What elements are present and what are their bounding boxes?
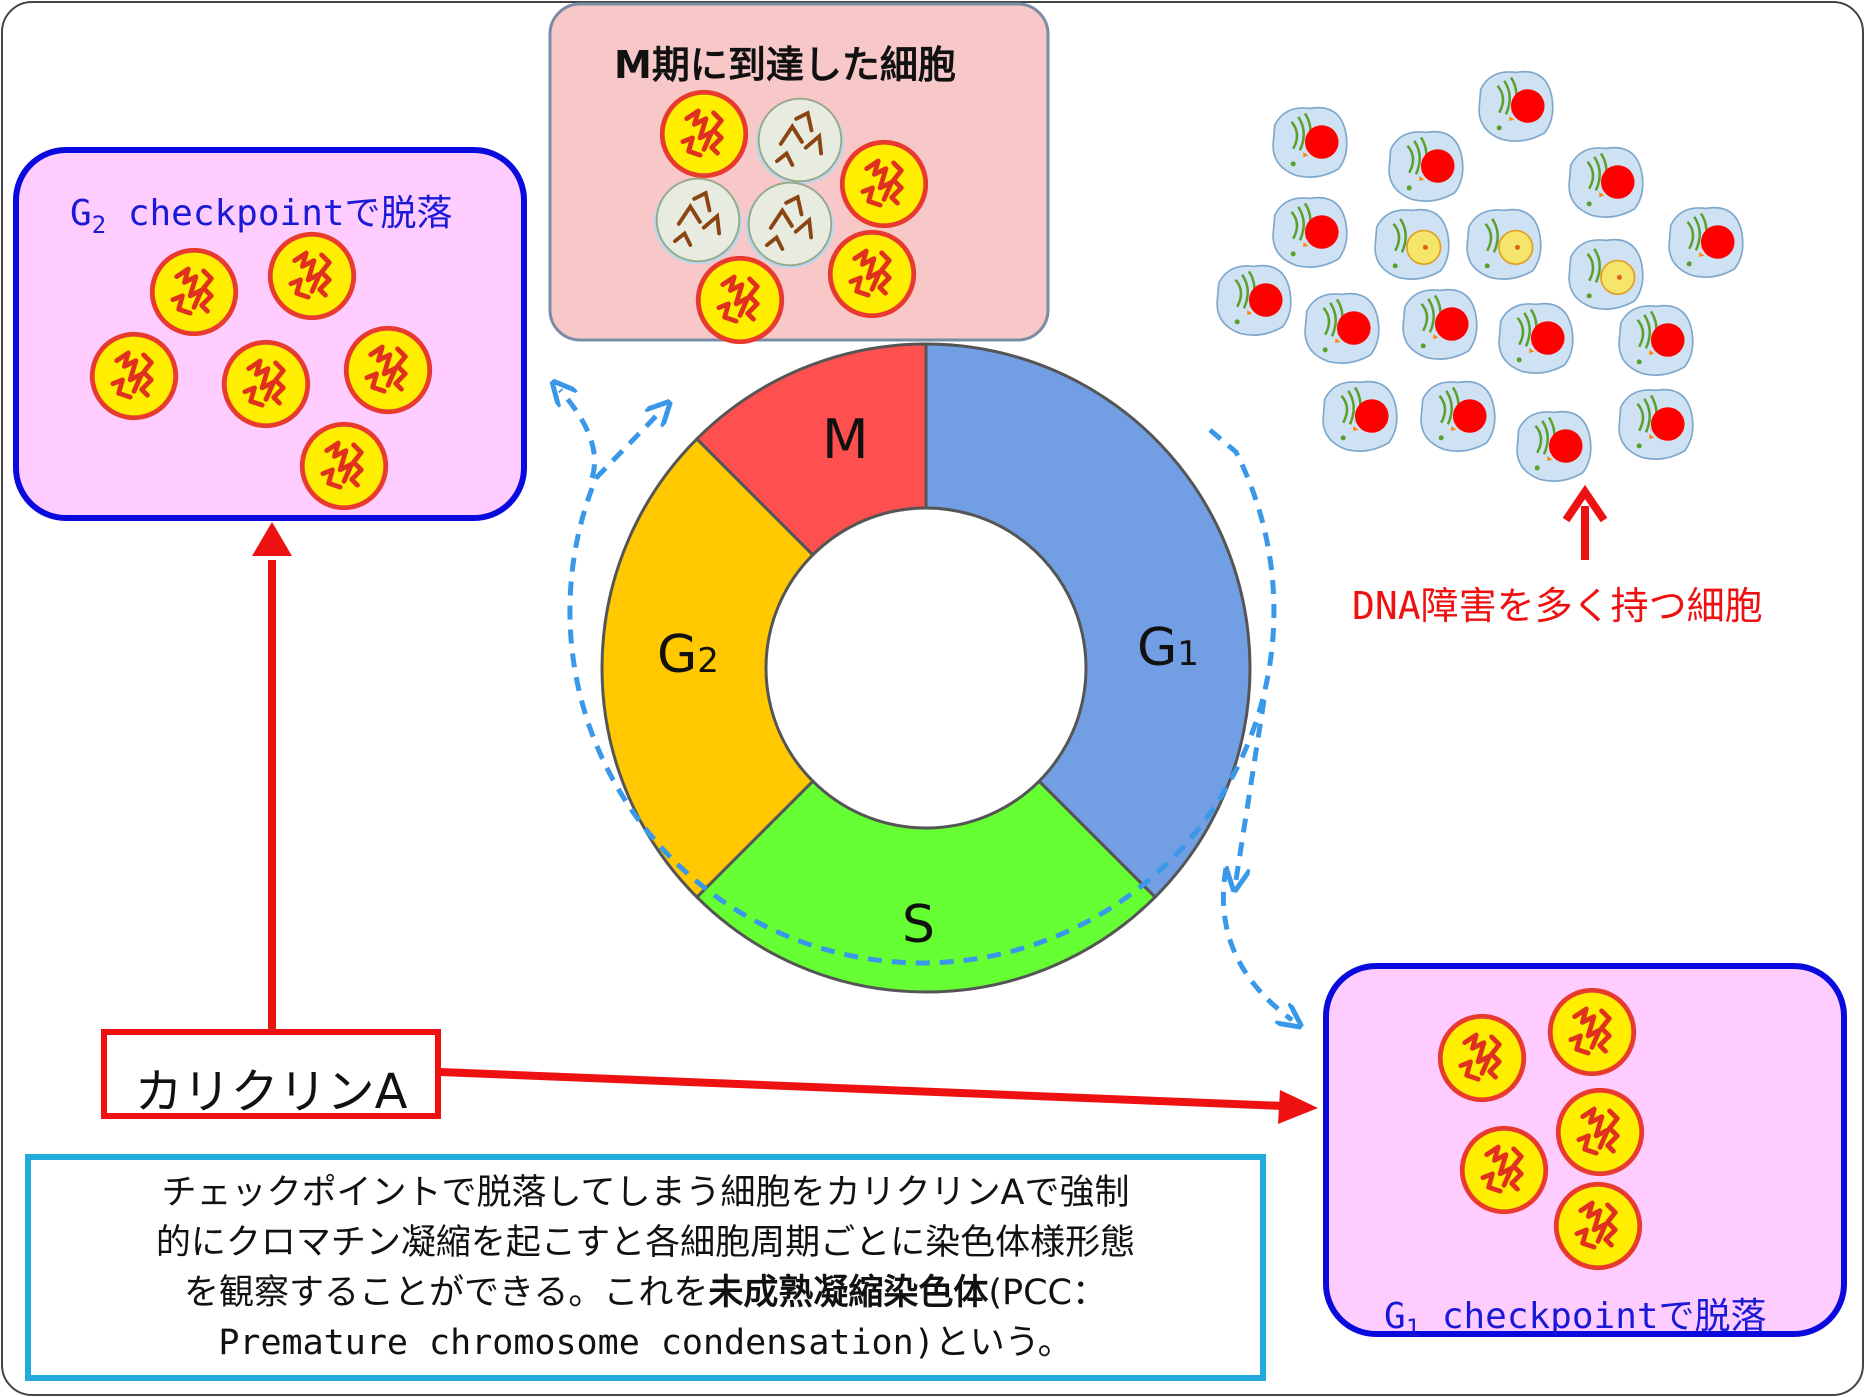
damaged-cell-icon <box>1387 130 1465 203</box>
damaged-cell-icon <box>1271 196 1349 269</box>
damaged-cell-icon <box>1215 264 1293 337</box>
description-box <box>25 1154 1266 1381</box>
phase-label-g2: G2 <box>657 625 719 685</box>
drug-to-g1-arrowhead <box>1278 1090 1318 1124</box>
drug-label-box <box>101 1029 441 1119</box>
damaged-cell-icon <box>1401 288 1479 361</box>
cycle-progress-arrows <box>560 390 1292 1020</box>
phase-label-s: S <box>902 895 936 955</box>
phase-label-m: M <box>822 408 869 471</box>
mitotic-cell-icon <box>651 176 745 267</box>
drug-to-g2-arrowhead <box>252 522 292 556</box>
description-line: Premature chromosome condensation)という。 <box>218 1322 1073 1363</box>
pcc-cell-icon <box>1554 1182 1642 1270</box>
damaged-cell-icon <box>1419 380 1497 453</box>
pcc-term: 未成熟凝縮染色体 <box>708 1272 989 1313</box>
drug-label: カリクリンA <box>134 1064 408 1120</box>
pcc-cell-icon <box>840 140 928 228</box>
phase-segment-g1 <box>924 342 1252 900</box>
mitotic-cell-icon <box>753 96 847 187</box>
pcc-cell-icon <box>1556 1088 1644 1176</box>
description-panel: チェックポイントで脱落してしまう細胞をカリクリンAで強制 的にクロマチン凝縮を起… <box>28 1157 1263 1378</box>
damaged-cell-icon <box>1497 302 1575 375</box>
cycle-to-m-arrow <box>594 410 662 480</box>
mitotic-cell-icon <box>743 180 837 271</box>
dna-damage-label: DNA障害を多く持つ細胞 <box>1352 584 1763 628</box>
pcc-cell-icon <box>344 326 432 414</box>
damaged-cell-icon <box>1515 410 1593 483</box>
pcc-cell-icon <box>222 340 310 428</box>
pcc-cell-icon <box>90 332 178 420</box>
damaged-cell-icon <box>1303 292 1381 365</box>
g2-checkpoint-title: G2 checkpointで脱落 <box>70 193 453 240</box>
g1-checkpoint-title: G1 checkpointで脱落 <box>1384 1296 1767 1343</box>
cycle-dashed-arc <box>567 428 1277 966</box>
pcc-cell-icon <box>1460 1126 1548 1214</box>
damaged-cell-icon <box>1373 208 1451 281</box>
description-text: チェックポイントで脱落してしまう細胞をカリクリンAで強制 的にクロマチン凝縮を起… <box>156 1168 1135 1368</box>
damaged-cell-icon <box>1477 70 1555 143</box>
phase-segment-m <box>694 342 928 557</box>
description-line: を観察することができる。これを未成熟凝縮染色体(PCC： <box>184 1272 1107 1313</box>
damaged-cell-icon <box>1271 106 1349 179</box>
cycle-to-g2-checkpoint-arrow <box>560 390 598 479</box>
cycle-to-g1-checkpoint-arrow <box>1220 867 1292 1020</box>
pcc-cell-icon <box>150 248 238 336</box>
g2-checkpoint-box <box>13 147 527 521</box>
g1-arc-arrowhead <box>1236 699 1267 880</box>
phase-segment-s <box>694 779 1158 994</box>
description-line: 的にクロマチン凝縮を起こすと各細胞周期ごとに染色体様形態 <box>155 1222 1136 1263</box>
pcc-cell-icon <box>268 232 356 320</box>
damaged-cell-icon <box>1617 388 1695 461</box>
pcc-cell-icon <box>1438 1014 1526 1102</box>
m-phase-title: M期に到達した細胞 <box>614 43 956 87</box>
cell-cycle-ring <box>600 342 1252 994</box>
damaged-cell-icon <box>1617 304 1695 377</box>
pcc-cell-icon <box>828 230 916 318</box>
drug-to-g1-arrow <box>439 1068 1285 1110</box>
damaged-cell-icon <box>1667 206 1745 279</box>
damage-pointer-arrowhead <box>1562 484 1608 523</box>
pcc-cell-icon <box>300 422 388 510</box>
description-line: チェックポイントで脱落してしまう細胞をカリクリンAで強制 <box>161 1172 1130 1213</box>
damaged-cell-icon <box>1567 238 1645 311</box>
damaged-cell-icon <box>1465 208 1543 281</box>
damaged-cell-icon <box>1321 380 1399 453</box>
pcc-cell-icon <box>696 256 784 344</box>
damaged-cell-icon <box>1567 146 1645 219</box>
phase-label-g1: G1 <box>1137 618 1199 678</box>
pcc-cell-icon <box>660 90 748 178</box>
pcc-cell-icon <box>1548 988 1636 1076</box>
phase-segment-g2 <box>600 436 815 900</box>
